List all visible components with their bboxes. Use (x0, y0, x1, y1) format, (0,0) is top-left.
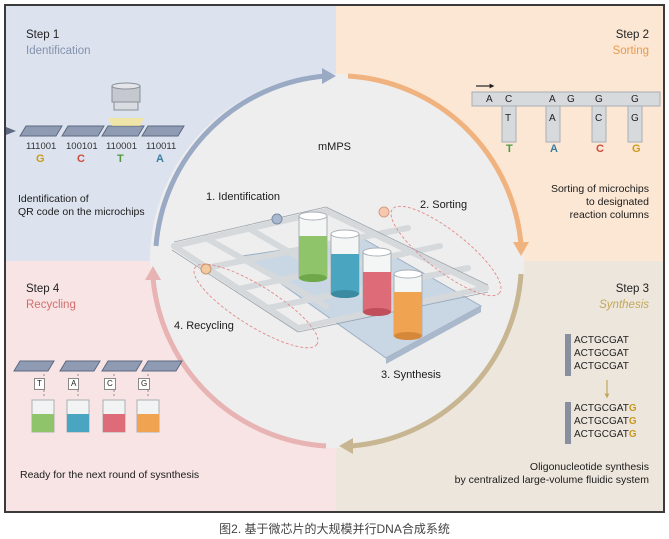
channel-letter-5: G (595, 94, 603, 105)
chip-code-3: 110001 (106, 141, 137, 152)
figure-caption: 图2. 基于微芯片的大规模并行DNA合成系统 (219, 522, 450, 536)
cycle-arrowhead-1 (322, 68, 336, 84)
column-G (393, 269, 423, 340)
base-A: A (156, 153, 164, 165)
cycle-arrowhead-2 (513, 242, 529, 256)
recycle-tag-C: C (104, 378, 116, 390)
recycle-tag-T: T (34, 378, 45, 390)
cycle-arrow-3 (350, 273, 524, 449)
base-C: C (77, 153, 85, 165)
step4-desc: Ready for the next round of sysnthesis (20, 469, 200, 481)
step3-desc-2: by centralized large-volume fluidic syst… (454, 474, 649, 486)
base-T: T (117, 153, 124, 165)
step3-desc-1: Oligonucleotide synthesis (529, 461, 649, 473)
oligo-after-3-prefix: ACTGCGAT (574, 429, 629, 440)
step2-desc-2: to designated (585, 196, 649, 208)
q4-vials (31, 399, 160, 433)
identification-marker (271, 213, 283, 225)
stage-recycling: 4. Recycling (174, 320, 234, 332)
recycling-marker (200, 263, 212, 275)
recycling-zone (193, 263, 319, 349)
base-G: G (36, 153, 45, 165)
stage-identification: 1. Identification (206, 191, 280, 203)
cycle-arrowhead-4 (145, 266, 161, 280)
step1-desc-1: Identification of (18, 193, 89, 205)
mmps-diagram (6, 68, 661, 454)
sorting-marker (378, 206, 390, 218)
platform-edge (386, 306, 481, 364)
oligo-after-1-suffix: G (628, 403, 637, 414)
cycle-arrowhead-3 (339, 438, 353, 454)
column-C (362, 247, 392, 316)
oligo-after-1: ACTGCGATG (574, 402, 637, 416)
q3-oligos (565, 334, 610, 444)
step3-label: Step 3 (615, 283, 649, 295)
cycle-arrow-1 (153, 73, 327, 247)
figure-frame: Step 1 Identification 111001 100101 1100… (4, 4, 665, 513)
oligo-before-1: ACTGCGAT (574, 335, 629, 346)
chip-code-2: 100101 (66, 141, 98, 152)
microscope-icon (111, 82, 141, 111)
sorted-base-T: T (506, 143, 513, 155)
q4-chips (13, 360, 183, 372)
step4-label: Step 4 (26, 283, 60, 295)
stage-sorting: 2. Sorting (420, 199, 468, 211)
channel-letter-3: A (549, 94, 556, 105)
step2-label: Step 2 (615, 29, 649, 41)
step2-desc-3: reaction columns (569, 209, 649, 221)
column-T (298, 211, 328, 282)
oligo-after-2-suffix: G (628, 416, 637, 427)
channel-letter-6: G (631, 94, 639, 105)
q2-sorting-channel (471, 83, 661, 143)
chip-code-4: 110011 (146, 141, 177, 152)
cycle-arrow-2 (347, 73, 524, 245)
channel-letter-4: G (567, 94, 575, 105)
oligo-after-2: ACTGCGATG (574, 415, 637, 429)
step1-title: Identification (26, 45, 91, 57)
oligo-before-3: ACTGCGAT (574, 361, 629, 372)
sorting-zone (390, 205, 502, 297)
lower-letter-1: T (505, 113, 512, 124)
column-A (330, 229, 360, 298)
cycle-arrow-4 (150, 277, 327, 449)
oligo-after-3-suffix: G (628, 429, 637, 440)
mmps-label: mMPS (318, 141, 351, 153)
step1-desc-2: QR code on the microchips (18, 206, 145, 218)
lower-letter-4: G (631, 113, 639, 124)
q1-chips (6, 118, 185, 137)
oligo-after-1-prefix: ACTGCGAT (574, 403, 629, 414)
step2-title: Sorting (612, 45, 649, 57)
recycle-tag-G: G (138, 378, 151, 390)
sorted-base-C: C (596, 143, 604, 155)
oligo-after-2-prefix: ACTGCGAT (574, 416, 629, 427)
fluidic-grid-outline (171, 206, 489, 333)
channel-letter-1: A (486, 94, 493, 105)
sorted-base-G: G (632, 143, 641, 155)
step2-desc-1: Sorting of microchips (550, 183, 649, 195)
chip-code-1: 111001 (26, 141, 57, 152)
oligo-after-3: ACTGCGATG (574, 428, 637, 442)
sorted-base-A: A (550, 143, 558, 155)
lower-letter-2: A (549, 113, 556, 124)
step1-label: Step 1 (26, 29, 60, 41)
recycle-tag-A: A (68, 378, 80, 390)
stage-synthesis: 3. Synthesis (381, 369, 441, 381)
q4-drop-lines (43, 374, 149, 398)
channel-letter-2: C (505, 94, 513, 105)
lower-letter-3: C (595, 113, 603, 124)
step3-title: Synthesis (599, 299, 649, 311)
oligo-before-2: ACTGCGAT (574, 348, 629, 359)
step4-title: Recycling (26, 299, 76, 311)
